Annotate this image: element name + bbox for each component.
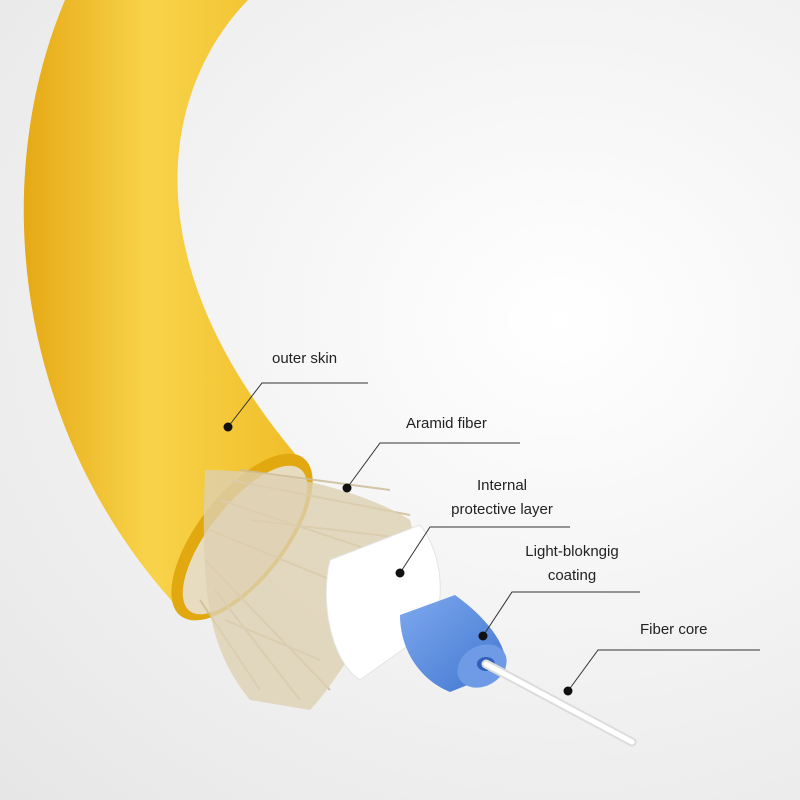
- label-aramid-fiber: Aramid fiber: [406, 415, 487, 432]
- label-line: Internal: [476, 477, 528, 494]
- label-internal-protective-layer: Internal protective layer: [442, 474, 562, 522]
- label-line: Light-blokngig: [525, 543, 619, 560]
- leader-lines: [227, 382, 760, 692]
- label-fiber-core: Fiber core: [640, 621, 708, 638]
- label-outer-skin: outer skin: [272, 350, 338, 367]
- label-line: protective layer: [451, 501, 553, 518]
- outer-skin-tube: [23, 0, 303, 612]
- aramid-fan: [203, 470, 420, 710]
- fiber-core-highlight: [483, 661, 635, 745]
- label-line: coating: [547, 567, 597, 584]
- leader-dots: [223, 422, 573, 696]
- label-light-blocking-coating: Light-blokngig coating: [512, 540, 632, 588]
